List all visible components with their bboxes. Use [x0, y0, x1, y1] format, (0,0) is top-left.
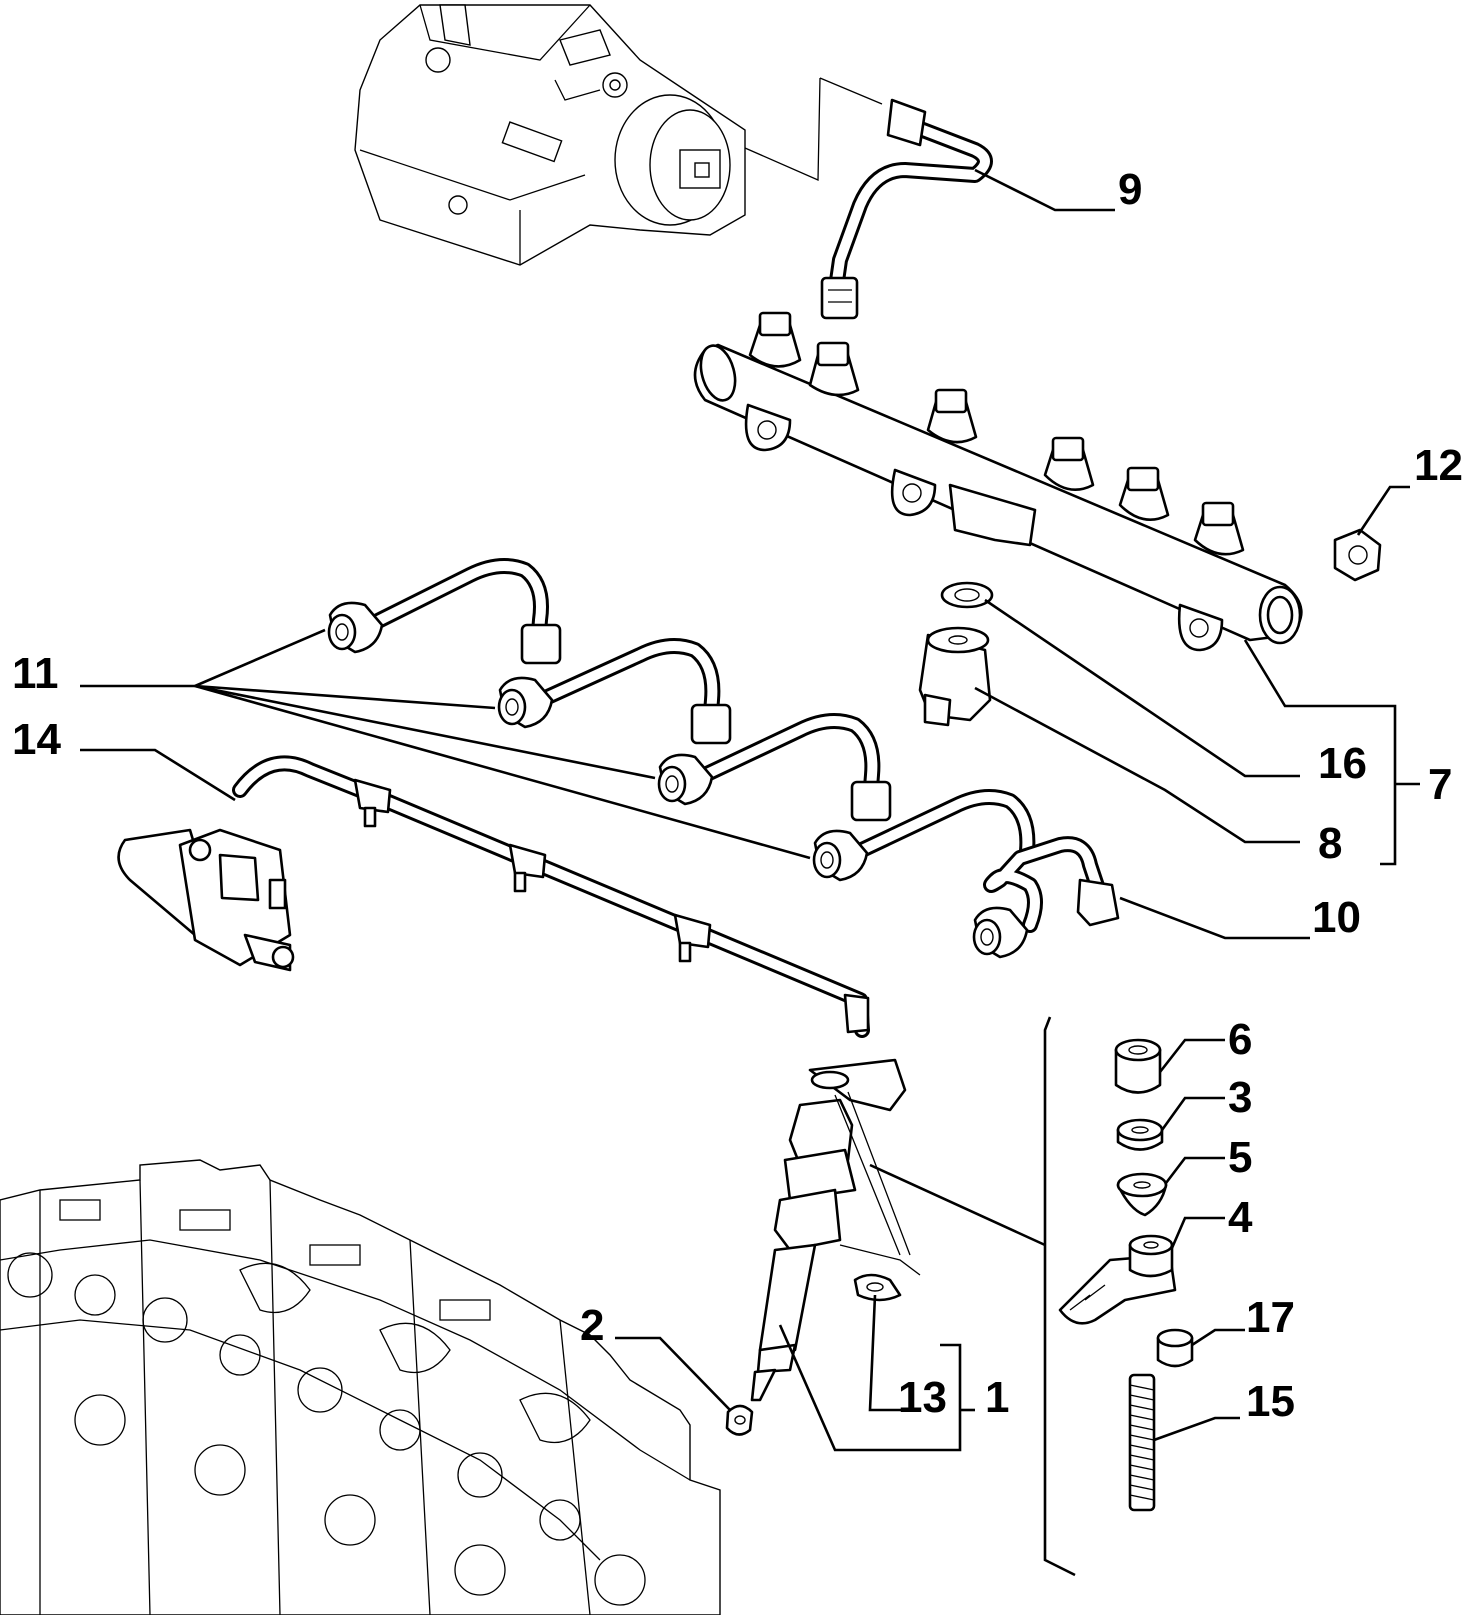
copper-washer-2 — [725, 1404, 754, 1436]
callout-14: 14 — [12, 715, 61, 764]
spacer-6 — [1114, 1038, 1162, 1094]
callout-2: 2 — [580, 1301, 604, 1350]
callout-1: 1 — [985, 1373, 1009, 1422]
leader-lines — [80, 168, 1420, 1577]
callout-7: 7 — [1428, 760, 1452, 809]
seal-washer-16 — [940, 581, 994, 609]
callout-4: 4 — [1228, 1193, 1253, 1242]
cylinder-head — [0, 1159, 721, 1615]
clip-13 — [853, 1273, 902, 1302]
rail-outlets — [748, 311, 1245, 556]
callout-3: 3 — [1228, 1073, 1252, 1122]
pump-to-rail-pipe — [820, 98, 993, 320]
callout-15: 15 — [1246, 1377, 1295, 1426]
injector-pipe-10 — [972, 836, 1120, 959]
callout-labels: 1 2 3 4 5 6 7 8 9 10 11 12 13 14 15 16 1… — [12, 165, 1463, 1426]
high-pressure-pump — [354, 4, 746, 266]
washer-3 — [1116, 1118, 1164, 1151]
callout-9: 9 — [1118, 165, 1142, 214]
callout-6: 6 — [1228, 1015, 1252, 1064]
nut-12 — [1333, 528, 1382, 582]
callout-10: 10 — [1312, 893, 1361, 942]
callout-17: 17 — [1246, 1293, 1295, 1342]
pressure-valve-8 — [918, 626, 992, 727]
callout-5: 5 — [1228, 1133, 1252, 1182]
pressure-regulator — [117, 828, 295, 972]
nut-17 — [1156, 1328, 1194, 1368]
injector-1 — [750, 1058, 911, 1402]
callout-16: 16 — [1318, 739, 1367, 788]
stud-15 — [1128, 1373, 1156, 1512]
spherical-washer-5 — [1116, 1172, 1168, 1217]
fuel-rail — [693, 311, 1303, 652]
callout-11: 11 — [12, 649, 59, 698]
callout-13: 13 — [898, 1373, 947, 1422]
return-hose-14 — [232, 755, 870, 1038]
injector-pipes-11 — [327, 558, 1036, 882]
clamp-4 — [1058, 1234, 1177, 1325]
callout-8: 8 — [1318, 819, 1342, 868]
pipe-nuts — [327, 601, 892, 882]
callout-12: 12 — [1414, 441, 1463, 490]
